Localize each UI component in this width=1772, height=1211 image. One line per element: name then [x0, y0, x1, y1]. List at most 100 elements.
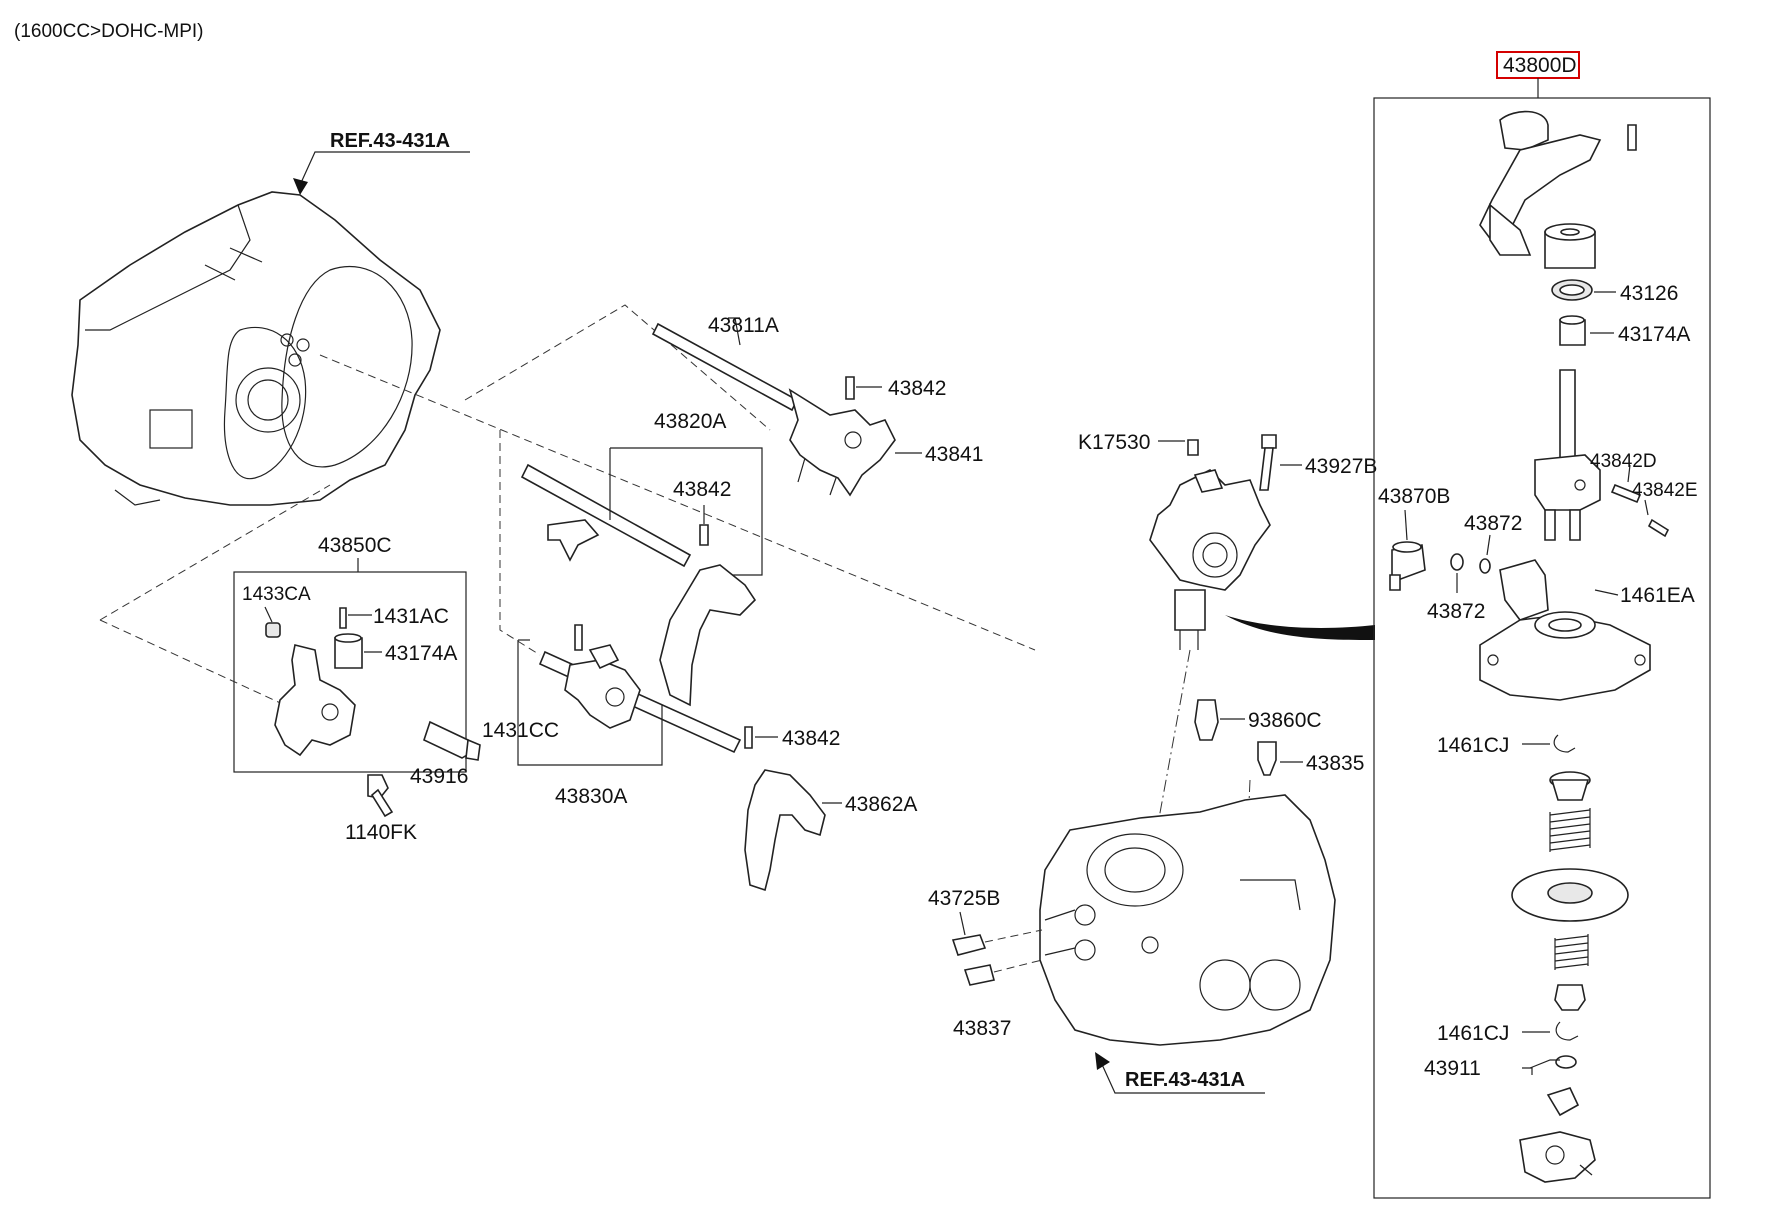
ref-label-bottom: REF.43-431A: [1125, 1069, 1245, 1091]
part-label-43850C: 43850C: [318, 534, 392, 557]
ref-label-top: REF.43-431A: [330, 130, 450, 152]
leader-line: [1644, 499, 1649, 516]
bolt-43927B-head: [1261, 434, 1277, 449]
subassembly-43850C: 43850C 1433CA 1431AC 43174A: [233, 534, 467, 773]
part-label-1461EA: 1461EA: [1620, 584, 1695, 607]
part-label-43174A-right: 43174A: [1618, 323, 1690, 346]
ring-43872-b: [1450, 553, 1464, 571]
guide-line: [319, 354, 1036, 651]
shift-rail-43820A: [520, 463, 692, 568]
shift-fork-43862A: [744, 769, 826, 892]
part-label-43862A: 43862A: [845, 793, 917, 816]
part-label-43725B: 43725B: [928, 887, 1000, 910]
clip-1461CJ-b: [1555, 1021, 1579, 1041]
leader-line: [1486, 534, 1491, 556]
part-label-1461CJ-b: 1461CJ: [1437, 1022, 1509, 1045]
clip-1461CJ-a: [1553, 734, 1576, 753]
seal-43126: 43126: [1551, 279, 1678, 305]
leader-line: [1627, 464, 1631, 483]
leader-line: [1594, 589, 1619, 596]
pin-43842D: [1610, 483, 1642, 504]
select-lever-bottom: [1519, 1131, 1596, 1183]
pin-43842E: [1647, 518, 1670, 538]
bushing-1433CA: [265, 622, 281, 638]
bracket-43870B: 43870B: [1378, 485, 1450, 591]
bolt-43916: 43916: [410, 720, 481, 788]
plug-K17530: [1187, 439, 1199, 456]
part-label-43872-a: 43872: [1464, 512, 1522, 535]
part-label-43830A: 43830A: [555, 785, 627, 808]
assembly-43800D-header: 43800D: [1496, 51, 1580, 98]
part-label-43842D: 43842D: [1590, 451, 1657, 472]
shift-control-body: [1149, 469, 1271, 650]
bolt-1140FK: 1140FK: [345, 774, 417, 844]
part-label-43820A: 43820A: [654, 410, 726, 433]
bushing-top: [1544, 223, 1596, 269]
part-label-43835: 43835: [1306, 752, 1364, 775]
shift-lever-top: [1479, 110, 1637, 256]
shift-shaft: [1534, 369, 1601, 541]
bracket-line: [517, 640, 663, 766]
guide-line: [99, 619, 351, 736]
bolt-43927B: [1259, 447, 1274, 491]
part-label-43837: 43837: [953, 1017, 1011, 1040]
guide-line: [1154, 649, 1191, 841]
shift-rail-43811A: [651, 322, 896, 497]
part-label-43842-b: 43842: [673, 478, 731, 501]
switch-93860C: [1194, 699, 1219, 741]
assembly-pointer: [1225, 615, 1375, 640]
guide-line: [99, 484, 331, 621]
plug-43725B: 43725B: [928, 887, 1043, 956]
part-label-K17530: K17530: [1078, 431, 1150, 454]
control-housing: [1479, 559, 1651, 701]
pin-1431AC: [339, 607, 347, 629]
transmission-case-center: [1039, 794, 1336, 1046]
spring-seat-upper: [1549, 771, 1591, 801]
part-label-43872-b: 43872: [1427, 600, 1485, 623]
bracket-line: [610, 447, 763, 576]
detent-plate: [1546, 1087, 1580, 1117]
subassembly-box-43850C: [233, 571, 467, 773]
spring-upper: [1549, 808, 1591, 852]
plug-43835: [1257, 741, 1277, 776]
ring-43872-a: [1479, 558, 1491, 574]
pin-43842-a: 43842: [845, 376, 946, 400]
pin-43842-b: [699, 524, 709, 546]
part-label-43841: 43841: [925, 443, 983, 466]
guide-line: [499, 430, 541, 656]
part-label-43842-c: 43842: [782, 727, 840, 750]
part-label-43174A-left: 43174A: [385, 642, 457, 665]
part-label-43842E: 43842E: [1632, 480, 1698, 501]
part-label-43870B: 43870B: [1378, 485, 1450, 508]
sleeve-43174A-right: 43174A: [1559, 315, 1690, 346]
spring-lower: [1554, 934, 1589, 970]
spring-retainer-disc: [1511, 868, 1629, 922]
assembly-code-label: 43800D: [1503, 54, 1577, 77]
part-label-1461CJ-a: 1461CJ: [1437, 734, 1509, 757]
shift-fork-43820A: [659, 564, 757, 707]
part-label-1140FK: 1140FK: [345, 821, 417, 844]
part-label-43916: 43916: [410, 765, 468, 788]
part-label-43126: 43126: [1620, 282, 1678, 305]
leader-line: [728, 317, 741, 346]
ref-callout-top: REF.43-431A: [293, 130, 470, 195]
plug-43837: 43837: [953, 959, 1043, 1040]
part-label-1431CC: 1431CC: [482, 719, 559, 742]
shift-rail-43830A: [538, 624, 742, 754]
part-label-43842-a: 43842: [888, 377, 946, 400]
spring-seat-lower: [1554, 984, 1586, 1011]
part-label-43811A: 43811A: [708, 314, 779, 337]
ref-callout-bottom: REF.43-431A: [1095, 1052, 1265, 1094]
part-label-43927B: 43927B: [1305, 455, 1377, 478]
part-label-93860C: 93860C: [1248, 709, 1322, 732]
assembly-box-43800D: [1373, 97, 1711, 1199]
transmission-case-left: [71, 191, 441, 506]
part-label-1433CA: 1433CA: [242, 584, 311, 605]
part-label-1431AC: 1431AC: [373, 605, 449, 628]
spring-43911: 43911: [1424, 1055, 1577, 1080]
guide-line: [464, 304, 771, 431]
shift-lever-43850C: [274, 644, 356, 757]
engine-spec-label: (1600CC>DOHC-MPI): [14, 21, 204, 42]
pin-43842-c: [744, 726, 753, 749]
